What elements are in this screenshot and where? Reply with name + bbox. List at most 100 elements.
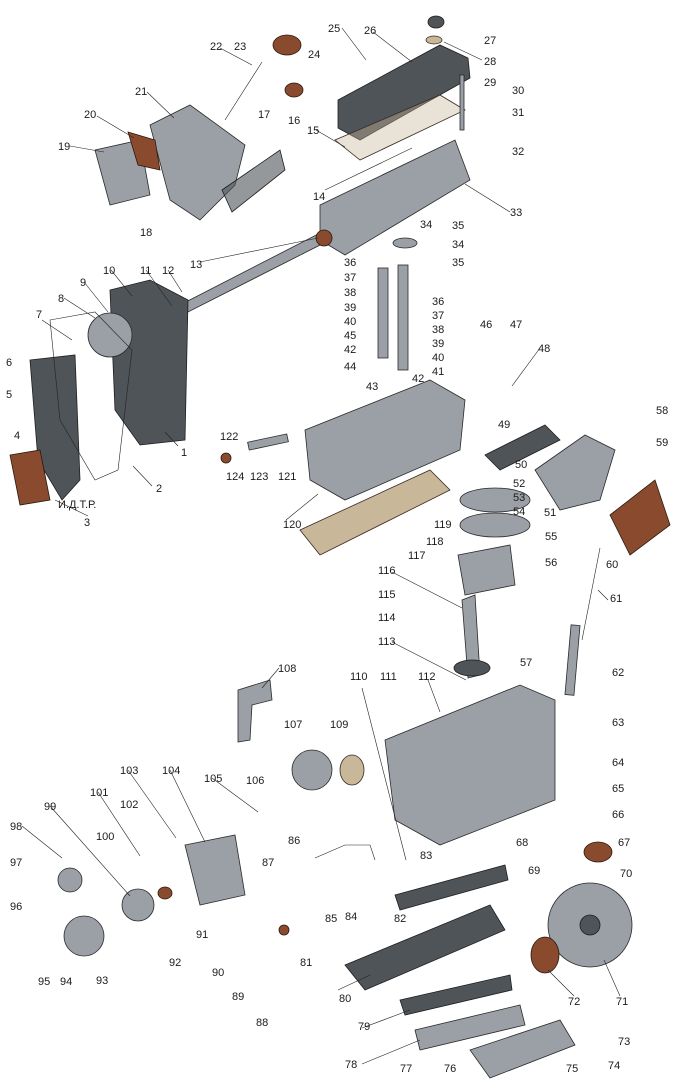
callout: 107 xyxy=(284,719,302,731)
callout: 37 xyxy=(344,272,356,284)
callout: 68 xyxy=(516,837,528,849)
callout: 51 xyxy=(544,507,556,519)
callout: 61 xyxy=(610,593,622,605)
camshaft xyxy=(179,231,327,315)
callout: 115 xyxy=(378,589,396,601)
camshaft-seal xyxy=(315,229,333,247)
callout: 104 xyxy=(162,765,180,777)
callout: 7 xyxy=(36,309,42,321)
callout: 72 xyxy=(568,996,580,1008)
timing-belt xyxy=(49,311,133,481)
callout: 38 xyxy=(344,287,356,299)
piston xyxy=(457,544,516,596)
callout: 5 xyxy=(6,389,12,401)
callout: 111 xyxy=(380,671,397,683)
callout: 52 xyxy=(513,478,525,490)
callout: 24 xyxy=(308,49,320,61)
leader-98 xyxy=(21,825,63,859)
callout: 80 xyxy=(339,993,351,1005)
callout: 96 xyxy=(10,901,22,913)
callout: 89 xyxy=(232,991,244,1003)
callout: 45 xyxy=(344,330,356,342)
callout: 62 xyxy=(612,667,624,679)
callout: 19 xyxy=(58,141,70,153)
callout: 38 xyxy=(432,324,444,336)
leader-8 xyxy=(63,297,96,319)
callout: 101 xyxy=(90,787,108,799)
callout: 67 xyxy=(618,837,630,849)
callout: 39 xyxy=(344,302,356,314)
oil-pump xyxy=(184,834,246,906)
callout: 47 xyxy=(510,319,522,331)
leader-15 xyxy=(315,129,346,148)
callout: 118 xyxy=(426,536,444,548)
callout: 56 xyxy=(545,557,557,569)
callout: 37 xyxy=(432,310,444,322)
callout: 88 xyxy=(256,1017,268,1029)
conrod-bearing xyxy=(453,659,491,677)
leader-13 xyxy=(199,237,319,263)
seal-99 xyxy=(157,886,173,900)
leader-120 xyxy=(285,493,319,521)
callout: 103 xyxy=(120,765,138,777)
callout: 9 xyxy=(80,277,86,289)
valve-cover xyxy=(337,44,471,141)
heat-shield xyxy=(609,479,671,556)
thermostat-gasket xyxy=(127,131,161,171)
callout: 3 xyxy=(84,517,90,529)
callout: 76 xyxy=(444,1063,456,1075)
washer-28 xyxy=(425,35,443,45)
callout: 95 xyxy=(38,976,50,988)
callout: 69 xyxy=(528,865,540,877)
callout: 42 xyxy=(412,373,424,385)
callout: 79 xyxy=(358,1021,370,1033)
callout: 15 xyxy=(307,125,319,137)
leader-72 xyxy=(547,969,575,997)
callout: 48 xyxy=(538,343,550,355)
callout: 36 xyxy=(432,296,444,308)
callout: 40 xyxy=(432,352,444,364)
water-pump xyxy=(291,749,333,791)
callout: 83 xyxy=(420,850,432,862)
dipstick xyxy=(581,547,601,641)
callout: 31 xyxy=(512,107,524,119)
callout: 74 xyxy=(608,1060,620,1072)
callout: 102 xyxy=(120,799,138,811)
callout: 120 xyxy=(283,519,301,531)
camshaft-housing xyxy=(319,139,471,256)
leader-113 xyxy=(391,641,467,681)
leader-61 xyxy=(597,589,609,601)
callout: 58 xyxy=(656,405,668,417)
leader-78 xyxy=(361,1039,421,1065)
piston-rings xyxy=(459,487,531,513)
callout: 112 xyxy=(418,671,436,683)
leader-14 xyxy=(324,147,413,191)
leader-9 xyxy=(83,281,109,313)
callout: 14 xyxy=(313,191,325,203)
leader-12 xyxy=(167,269,183,293)
callout: 41 xyxy=(432,366,444,378)
callout: 60 xyxy=(606,559,618,571)
callout: 13 xyxy=(190,259,202,271)
leader-3 xyxy=(54,499,89,517)
callout: 109 xyxy=(330,719,348,731)
callout: 99 xyxy=(44,801,56,813)
callout: 20 xyxy=(84,109,96,121)
leader-21 xyxy=(146,91,175,119)
callout: 4 xyxy=(14,430,20,442)
leader-19 xyxy=(69,145,105,153)
tensioner-roller xyxy=(57,867,83,893)
callout: 73 xyxy=(618,1036,630,1048)
callout: 55 xyxy=(545,531,557,543)
callout: 36 xyxy=(344,257,356,269)
crankshaft-pulley xyxy=(63,915,105,957)
callout: 49 xyxy=(498,419,510,431)
callout: 122 xyxy=(220,431,238,443)
callout: 28 xyxy=(484,56,496,68)
callout: 10 xyxy=(103,265,115,277)
leader-80 xyxy=(337,974,371,991)
callout: 121 xyxy=(278,471,296,483)
leader-48 xyxy=(511,347,541,387)
